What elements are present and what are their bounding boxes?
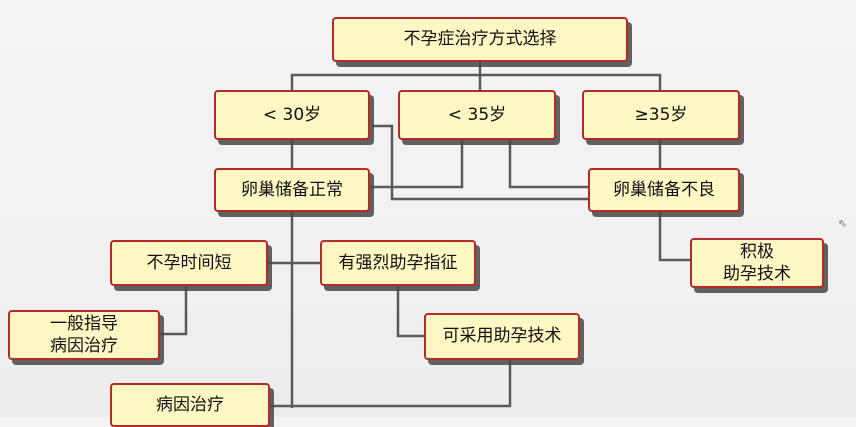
mouse-cursor-icon: ⇖ [838, 217, 848, 230]
edge-lt35-to-reserve-normal [370, 140, 464, 189]
edge-root-to-ge35 [480, 73, 662, 90]
node-ovarian-reserve-normal: 卵巢储备正常 [214, 168, 370, 212]
node-active-assisted-reproduction: 积极 助孕技术 [690, 238, 824, 288]
node-age-35-or-over: ≥35岁 [582, 90, 740, 140]
node-etiology-treatment: 病因治疗 [110, 383, 270, 427]
edge-short-infertility-to-general-guidance [160, 286, 188, 336]
edge-lt35-to-reserve-poor [508, 140, 588, 189]
node-age-under-35: < 35岁 [398, 90, 556, 140]
edge-strong-indication-to-can-use-art [396, 286, 424, 338]
node-can-use-assisted-reproduction: 可采用助孕技术 [424, 313, 580, 360]
node-short-infertility-duration: 不孕时间短 [110, 240, 268, 286]
node-strong-indication: 有强烈助孕指征 [320, 240, 476, 286]
edge-lt30-to-reserve-poor [372, 124, 588, 201]
edge-reserve-poor-to-active-art [658, 212, 690, 262]
edge-can-use-art-to-etiology [270, 360, 512, 408]
node-ovarian-reserve-poor: 卵巢储备不良 [588, 168, 740, 212]
node-age-under-30: < 30岁 [214, 90, 370, 140]
node-root-treatment-choice: 不孕症治疗方式选择 [332, 17, 628, 62]
edge-root-to-age-groups [290, 62, 482, 90]
flowchart-connectors [160, 62, 690, 408]
node-general-guidance-etiology: 一般指导 病因治疗 [8, 310, 160, 360]
